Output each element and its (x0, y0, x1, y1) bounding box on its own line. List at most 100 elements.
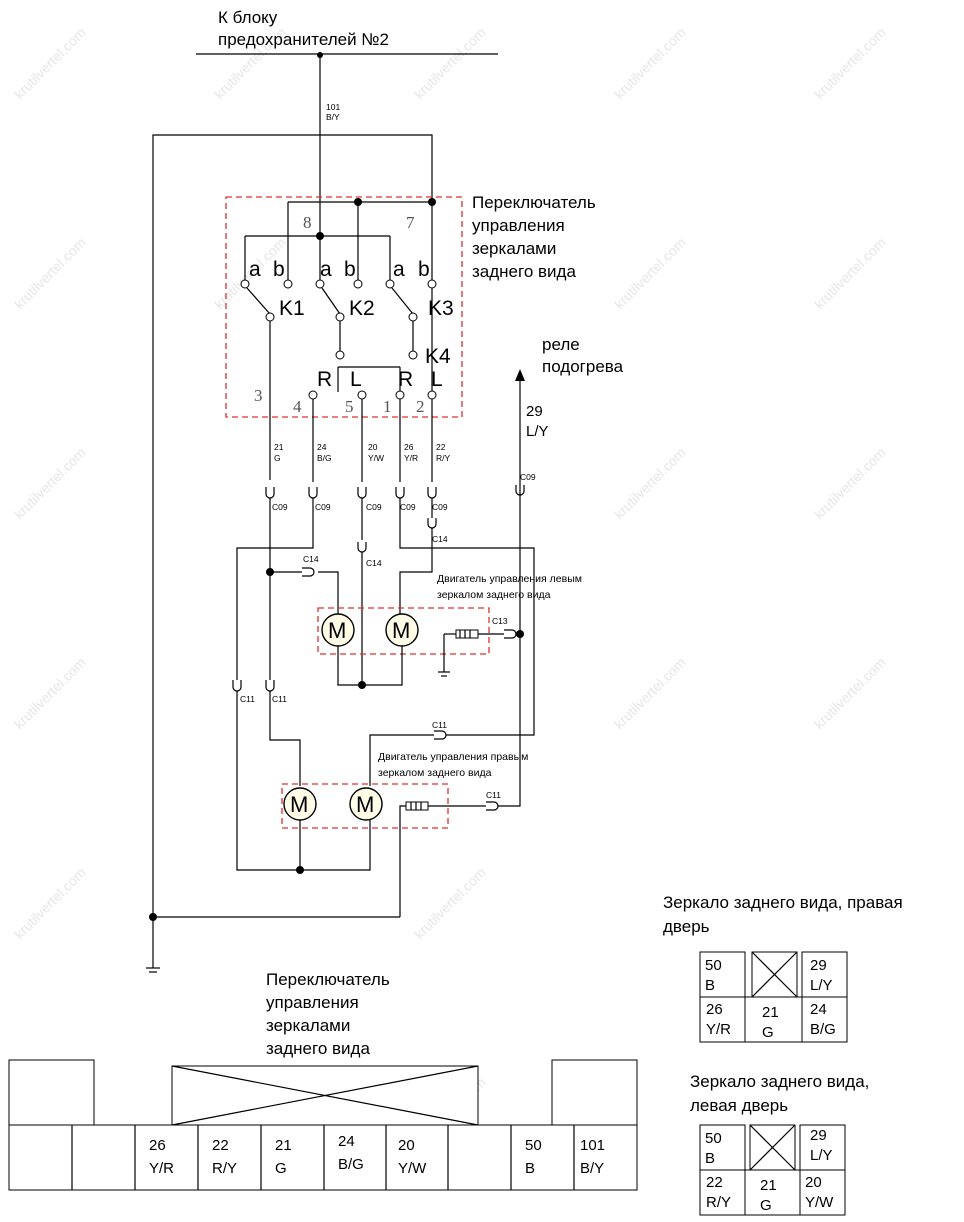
svg-text:b: b (344, 258, 356, 281)
svg-text:L/Y: L/Y (810, 1147, 833, 1164)
svg-text:a: a (249, 258, 261, 281)
switch-connector (8, 1059, 638, 1191)
svg-text:22: 22 (706, 1174, 723, 1191)
svg-text:21: 21 (275, 1137, 292, 1154)
svg-text:M: M (356, 792, 374, 817)
svg-text:B/G: B/G (810, 1021, 836, 1038)
heater-relay-label-line1: реле (542, 335, 580, 354)
svg-text:krutilvertel.com: krutilvertel.com (411, 24, 489, 102)
left-mirror-connector (699, 1124, 846, 1216)
heater-wire-number: 29 (526, 403, 543, 420)
switch-k1-label: K1 (279, 297, 305, 320)
svg-text:24: 24 (317, 442, 327, 452)
svg-text:R: R (317, 368, 332, 391)
left-motor-label-line2: зеркалом заднего вида (437, 589, 551, 601)
svg-text:C09: C09 (366, 502, 382, 512)
svg-text:C11: C11 (432, 720, 447, 730)
fuse-block-label-line1: К блоку (218, 8, 278, 27)
right-mirror-title-line2: дверь (663, 917, 710, 936)
fuse-block-label-line2: предохранителей №2 (218, 30, 389, 49)
svg-text:C09: C09 (432, 502, 448, 512)
svg-text:Y/W: Y/W (368, 453, 384, 463)
svg-text:B: B (705, 977, 715, 994)
switch-k2-label: K2 (349, 297, 375, 320)
switch-k3-lever (391, 287, 414, 315)
connector-title-line2: управления (266, 993, 359, 1012)
feed-wire-color: B/Y (326, 112, 340, 122)
svg-text:L/Y: L/Y (810, 977, 833, 994)
svg-text:R/Y: R/Y (212, 1160, 237, 1177)
connector-title-line1: Переключатель (266, 970, 390, 989)
svg-text:Y/R: Y/R (404, 453, 418, 463)
pin-2: 2 (416, 397, 425, 416)
switch-k4-label: K4 (425, 345, 451, 368)
svg-text:B/Y: B/Y (580, 1160, 604, 1177)
svg-text:B: B (705, 1150, 715, 1167)
svg-text:B/G: B/G (338, 1156, 364, 1173)
svg-text:C13: C13 (492, 616, 508, 626)
svg-text:29: 29 (810, 957, 827, 974)
feed-wire-number: 101 (326, 102, 340, 112)
svg-text:krutilvertel.com: krutilvertel.com (611, 444, 689, 522)
svg-text:26: 26 (706, 1001, 723, 1018)
svg-text:M: M (328, 618, 346, 643)
switch-k1-lever (246, 287, 271, 315)
switch-title-line3: зеркалами (472, 239, 556, 258)
svg-text:22: 22 (436, 442, 446, 452)
svg-text:G: G (760, 1197, 772, 1214)
svg-text:Y/W: Y/W (398, 1160, 427, 1177)
pin-1: 1 (383, 397, 392, 416)
pin-8: 8 (303, 213, 312, 232)
connector-title-line3: зеркалами (266, 1016, 350, 1035)
svg-text:a: a (320, 258, 332, 281)
heater-wire-color: L/Y (526, 423, 549, 440)
svg-text:C09: C09 (400, 502, 416, 512)
svg-text:Y/W: Y/W (805, 1194, 834, 1211)
svg-text:21: 21 (762, 1004, 779, 1021)
svg-text:M: M (290, 792, 308, 817)
svg-text:R/Y: R/Y (706, 1194, 731, 1211)
right-motor-box (281, 783, 449, 829)
svg-text:Y/R: Y/R (149, 1160, 174, 1177)
svg-text:B: B (525, 1160, 535, 1177)
heater-relay-label-line2: подогрева (542, 357, 624, 376)
pin-5: 5 (345, 397, 354, 416)
svg-text:krutilvertel.com: krutilvertel.com (811, 654, 889, 732)
svg-text:20: 20 (805, 1174, 822, 1191)
switch-k2-lever (321, 287, 341, 315)
connector-title-line4: заднего вида (266, 1039, 370, 1058)
svg-text:20: 20 (368, 442, 378, 452)
svg-text:b: b (273, 258, 285, 281)
svg-text:50: 50 (705, 1130, 722, 1147)
left-mirror-heater (444, 629, 517, 639)
svg-text:krutilvertel.com: krutilvertel.com (411, 864, 489, 942)
svg-text:G: G (274, 453, 281, 463)
svg-text:C11: C11 (486, 790, 501, 800)
left-motor-box (317, 607, 490, 655)
ground-symbol-main (146, 967, 160, 973)
right-motor-label-line1: Двигатель управления правым (378, 751, 528, 763)
svg-text:krutilvertel.com: krutilvertel.com (811, 234, 889, 312)
svg-text:krutilvertel.com: krutilvertel.com (611, 654, 689, 732)
switch-title-line1: Переключатель (472, 193, 596, 212)
pin-4: 4 (293, 397, 302, 416)
switch-title-line4: заднего вида (472, 262, 576, 281)
svg-text:L: L (431, 368, 443, 391)
svg-text:21: 21 (760, 1177, 777, 1194)
svg-text:20: 20 (398, 1137, 415, 1154)
left-mirror-title-line1: Зеркало заднего вида, (690, 1072, 869, 1091)
svg-text:krutilvertel.com: krutilvertel.com (11, 24, 89, 102)
pin-7: 7 (406, 213, 415, 232)
right-mirror-connector (699, 951, 848, 1043)
svg-text:a: a (393, 258, 405, 281)
ground-wire (152, 134, 433, 968)
svg-text:R: R (398, 368, 413, 391)
svg-text:C09: C09 (272, 502, 288, 512)
svg-text:101: 101 (580, 1137, 605, 1154)
svg-text:R/Y: R/Y (436, 453, 451, 463)
switch-title-line2: управления (472, 216, 565, 235)
svg-text:G: G (275, 1160, 287, 1177)
c09-connector-row (265, 487, 437, 499)
left-motor-label-line1: Двигатель управления левым (437, 573, 582, 585)
